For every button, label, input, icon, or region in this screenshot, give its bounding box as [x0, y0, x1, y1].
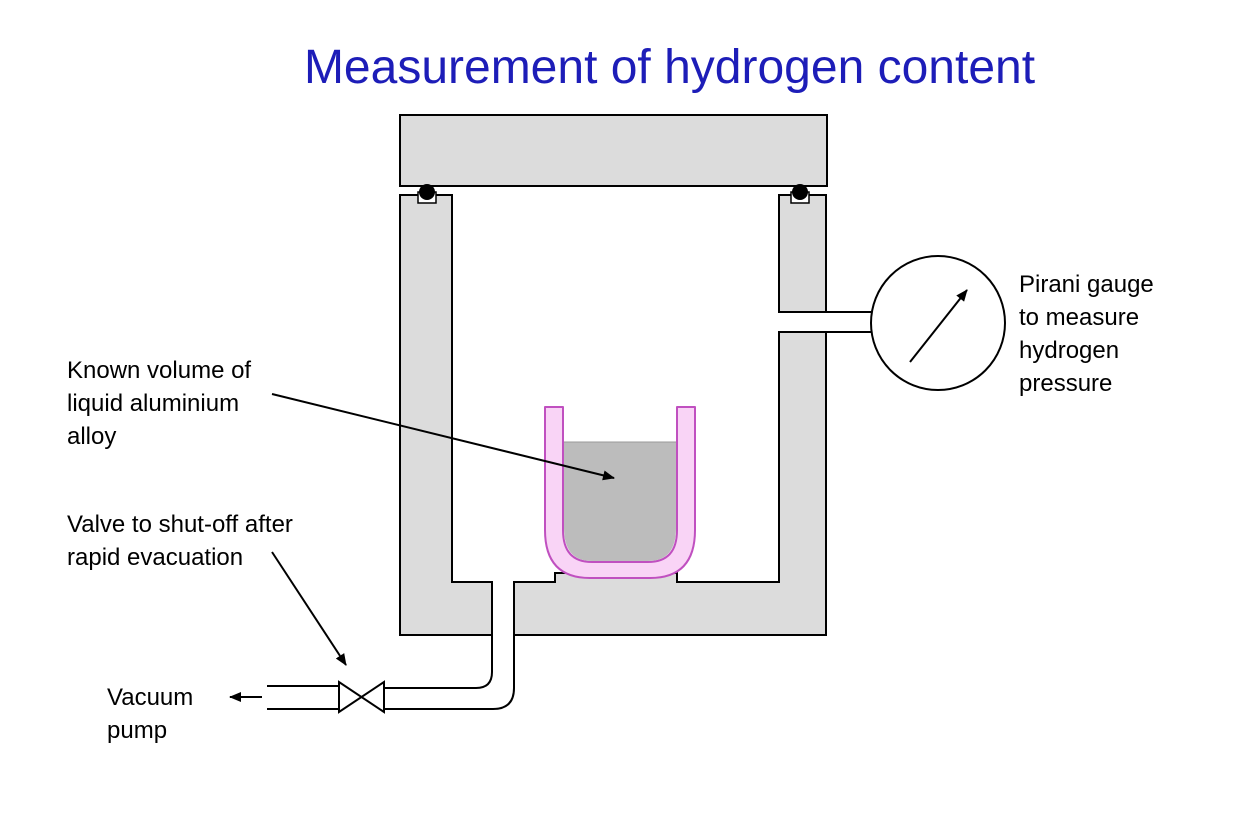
evacuation-pipe: [383, 634, 515, 710]
valve-leader-arrow: [271, 551, 347, 666]
pirani-gauge: [870, 255, 1006, 391]
left-seal: [417, 184, 437, 204]
liquid-leader-arrow: [271, 393, 615, 481]
right-seal: [790, 184, 810, 204]
pump-pipe: [267, 685, 339, 710]
pirani-gauge-label: Pirani gauge to measure hydrogen pressur…: [1019, 271, 1154, 397]
crucible: [544, 406, 696, 579]
valve-label: Valve to shut-off after rapid evacuation: [67, 511, 293, 571]
chamber-lid: [399, 114, 828, 187]
gauge-needle: [909, 289, 968, 363]
vacuum-pump-label: Vacuum pump: [107, 684, 194, 744]
liquid-alloy-label: Known volume of liquid aluminium alloy: [67, 357, 252, 450]
gauge-pipe: [825, 311, 875, 333]
liquid-aluminium: [564, 442, 676, 561]
diagram-title: Measurement of hydrogen content: [303, 41, 1036, 94]
shut-off-valve: [338, 680, 385, 714]
